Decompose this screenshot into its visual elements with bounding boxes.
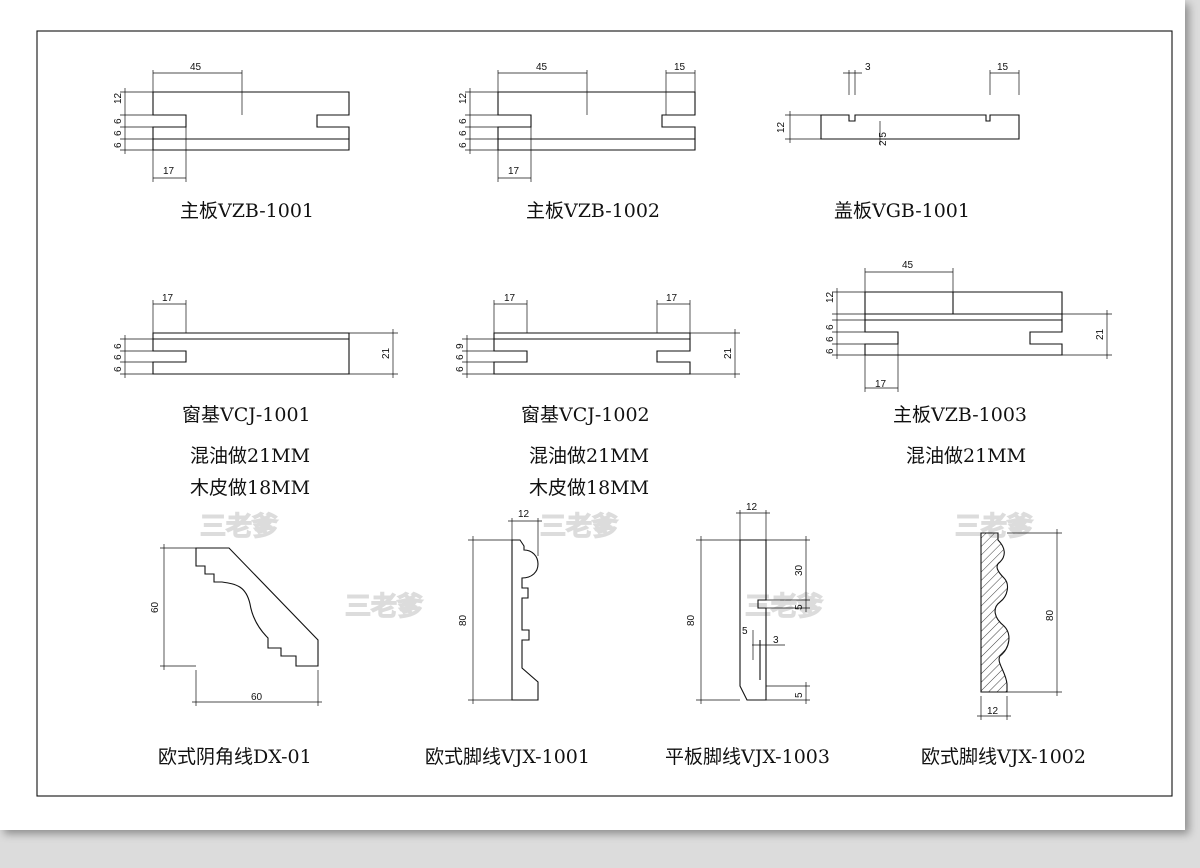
dim-label: 2.5: [878, 132, 889, 146]
dim-label: 5: [742, 626, 748, 637]
caption-vcj-1001: 窗基VCJ-1001: [182, 404, 311, 426]
profile-dx-01: 60 60: [150, 544, 322, 706]
profile-vjx-1002: 80 12: [977, 529, 1062, 720]
dim-label: 15: [997, 62, 1009, 73]
dim-label: 6: [458, 142, 469, 148]
dim-label: 17: [508, 166, 520, 177]
caption-vzb-1003: 主板VZB-1003: [893, 404, 1027, 426]
caption-vgb-1001: 盖板VGB-1001: [834, 200, 970, 222]
watermark: 三老爹: [200, 512, 278, 542]
dim-label: 45: [902, 260, 914, 271]
dim-label: 6: [825, 336, 836, 342]
caption-dx-01: 欧式阴角线DX-01: [158, 746, 312, 768]
dim-label: 3: [865, 62, 871, 73]
note-vcj-1002-paint: 混油做21MM: [529, 445, 649, 467]
dim-label: 6: [825, 324, 836, 330]
dim-label: 30: [794, 564, 805, 576]
dim-label: 12: [113, 92, 124, 104]
dim-label: 80: [686, 614, 697, 626]
dim-label: 17: [504, 293, 516, 304]
profile-vzb-1003: 45 12 6 6 6 21 17: [825, 260, 1112, 392]
dim-label: 6: [113, 366, 124, 372]
drawing-border: [36, 30, 1173, 797]
caption-vjx-1003: 平板脚线VJX-1003: [665, 746, 830, 768]
dim-label: 80: [458, 614, 469, 626]
dim-label: 6: [458, 130, 469, 136]
dim-label: 12: [987, 706, 999, 717]
dim-label: 12: [825, 291, 836, 303]
drawing-sheet: 三老爹 三老爹 三老爹 三老爹 三老爹 45 12 6 6 6 17 主板VZB…: [0, 0, 1185, 830]
caption-vzb-1002: 主板VZB-1002: [526, 200, 660, 222]
note-vcj-1001-veneer: 木皮做18MM: [190, 477, 310, 499]
watermark: 三老爹: [345, 592, 423, 622]
dim-label: 60: [251, 692, 263, 703]
dim-label: 12: [776, 121, 787, 133]
dim-label: 6: [458, 118, 469, 124]
dim-label: 80: [1045, 609, 1056, 621]
caption-vzb-1001: 主板VZB-1001: [180, 200, 314, 222]
dim-label: 17: [163, 166, 175, 177]
watermark: 三老爹: [745, 592, 823, 622]
profile-vjx-1003: 12 80 30 5 5 5 3: [686, 502, 810, 704]
note-vzb-1003-paint: 混油做21MM: [906, 445, 1026, 467]
dim-label: 12: [518, 509, 530, 520]
dim-label: 6: [113, 142, 124, 148]
dim-label: 6: [113, 130, 124, 136]
dim-label: 6: [455, 366, 466, 372]
note-vcj-1001-paint: 混油做21MM: [190, 445, 310, 467]
dim-label: 45: [190, 62, 202, 73]
profile-vzb-1002: 45 15 12 6 6 6 17: [458, 62, 696, 182]
dim-label: 45: [536, 62, 548, 73]
dim-label: 60: [150, 601, 161, 613]
dim-label: 17: [875, 379, 887, 390]
drawing-canvas: 三老爹 三老爹 三老爹 三老爹 三老爹 45 12 6 6 6 17 主板VZB…: [36, 30, 1173, 797]
dim-label: 6: [113, 343, 124, 349]
caption-vjx-1002: 欧式脚线VJX-1002: [921, 746, 1086, 768]
dim-label: 6: [113, 354, 124, 360]
dim-label: 21: [381, 347, 392, 359]
watermark: 三老爹: [540, 512, 618, 542]
dim-label: 6: [113, 118, 124, 124]
note-vcj-1002-veneer: 木皮做18MM: [529, 477, 649, 499]
dim-label: 21: [723, 347, 734, 359]
profile-vcj-1002: 17 17 9 6 6 21: [455, 293, 740, 378]
dim-label: 9: [455, 343, 466, 349]
profile-vgb-1001: 3 15 12 2.5: [776, 62, 1020, 146]
caption-vcj-1002: 窗基VCJ-1002: [521, 404, 650, 426]
dim-label: 15: [674, 62, 686, 73]
dim-label: 12: [746, 502, 758, 513]
dim-label: 3: [773, 635, 779, 646]
profile-vzb-1001: 45 12 6 6 6 17: [113, 62, 350, 182]
dim-label: 6: [825, 348, 836, 354]
dim-label: 17: [666, 293, 678, 304]
dim-label: 17: [162, 293, 174, 304]
dim-label: 5: [794, 692, 805, 698]
caption-vjx-1001: 欧式脚线VJX-1001: [425, 746, 590, 768]
profile-vjx-1001: 12 80: [458, 509, 542, 704]
dim-label: 5: [794, 604, 805, 610]
profile-vcj-1001: 17 6 6 6 21: [113, 293, 398, 378]
dim-label: 12: [458, 92, 469, 104]
dim-label: 21: [1095, 328, 1106, 340]
dim-label: 6: [455, 354, 466, 360]
